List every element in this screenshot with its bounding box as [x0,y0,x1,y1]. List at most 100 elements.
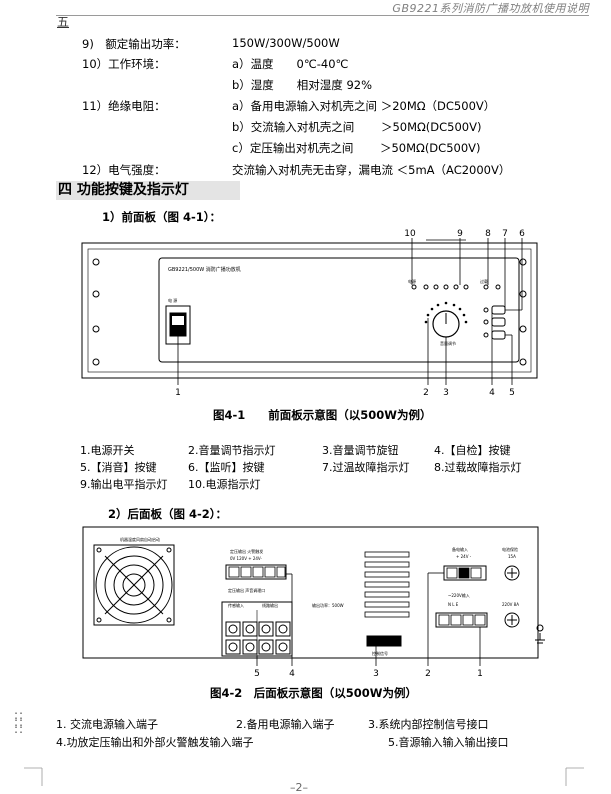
header-title: GB9221系列消防广播功放机使用说明 [392,2,589,15]
callout-number: 4 [489,388,495,398]
line-output-label: 线路输出 [262,602,278,608]
spec-value: c）定压输出对机壳之间 ＞50MΩ(DC500V) [232,141,481,155]
callout-number: 3 [373,669,379,679]
spec-label: 9) 额定输出功率： [82,37,186,51]
drag-handle-icon[interactable]: :::::: [14,708,25,736]
fan-strut [104,555,164,615]
legend-item: 3.系统内部控制信号接口 [368,718,489,731]
fan-label: 机器温度风扇自动启动 [120,536,160,542]
legend-item: 1. 交流电源输入端子 [56,718,158,731]
ac-input-sublabel: N L E [448,602,459,607]
power-rating-label: 输出功率：500W [312,602,344,608]
spec-value: 150W/300W/500W [232,36,340,50]
battery-fuse-sublabel: 15A [508,554,516,559]
led-self-test [483,307,489,313]
legend-item: 4.功放定压输出和外部火警触发输入端子 [56,736,254,749]
page-number: –2– [290,781,308,794]
legend-item: 10.电源指示灯 [188,478,261,491]
battery-fuse[interactable] [504,565,520,581]
fan-screw [96,617,102,623]
led-level [423,284,429,290]
callout-number: 7 [502,229,508,239]
output-terminals [228,566,286,578]
power-switch-label: 电 源 [168,297,177,303]
callout-number: 4 [289,669,295,679]
legend-item: 6.【监听】按键 [188,461,265,474]
fan-frame [93,544,175,626]
legend-item: 5.【消音】按键 [80,461,157,474]
led-overheat [495,284,501,290]
led-power [411,284,417,290]
front-panel-diagram [81,238,538,385]
rear-caption: 图4-2 后面板示意图（以500W为例） [210,686,417,700]
spec-value: a）备用电源输入对机壳之间 ＞20MΩ（DC500V） [232,99,496,113]
aux-label: 定压输出 声音调理口 [228,587,265,593]
front-panel-outer [81,242,538,379]
led-monitor [483,319,489,325]
front-screw [92,258,100,266]
rear-callout-lines [256,572,481,666]
legend-item: 2.音量调节指示灯 [188,444,276,457]
spec-value: b）交流输入对机壳之间 ＞50MΩ(DC500V) [232,120,482,134]
ac-fuse[interactable] [504,612,520,628]
output-sublabel: 0V 120V + 24V- [230,556,262,561]
monitor-button[interactable] [491,317,506,327]
ground-screw [536,624,544,632]
legend-item: 4.【自检】按键 [434,444,511,457]
front-panel-label: GB9221/500W 消防广播功放机 [168,266,241,273]
spec-value: b）湿度 相对湿度 92% [232,78,373,92]
fan-guard [113,564,155,606]
spec-label: 11）绝缘电阻： [82,99,166,113]
callout-number: 1 [477,669,483,679]
spec-value: a）温度 0℃-40℃ [232,57,349,71]
battery-fuse-label: 电池保险 [502,546,518,552]
ac-terminals [438,614,486,626]
callout-number: 8 [485,229,491,239]
output-label: 定压输出 火警触发 [230,548,263,554]
fan-guard [104,555,164,615]
header-fragment: 五 [57,15,70,29]
legend-item: 1.电源开关 [80,444,135,457]
led-label: 过载 [480,278,488,284]
rear-panel-outer [82,526,539,659]
front-subtitle: 1）前面板（图 4-1）： [102,210,222,224]
front-screw [519,325,527,333]
rear-small-labels: 机器温度风扇自动启动 定压输出 火警触发 0V 120V + 24V- 定压输出… [120,536,519,656]
control-signal-label: 控制信号 [372,650,388,656]
fan-guard [122,573,146,597]
volume-knob-label: 音量调节 [440,340,456,346]
volume-led-ring [424,301,468,324]
self-test-button[interactable] [491,305,506,315]
rear-panel-diagram [82,526,545,666]
front-screw [519,290,527,298]
section-heading: 四 功能按键及指示灯 [56,181,240,200]
input-label: 传感输入 [228,602,244,608]
control-signal-port[interactable] [366,635,402,647]
callout-number: 5 [509,388,515,398]
rear-subtitle: 2）后面板（图 4-2）： [108,507,228,521]
mute-button[interactable] [491,330,506,340]
legend-item: 2.备用电源输入端子 [236,718,335,731]
fan-screw [166,547,172,553]
callout-number: 9 [457,229,463,239]
backup-power-sublabel: + 24V - [456,554,472,559]
led-mute [483,332,489,338]
callout-number: 2 [425,669,431,679]
fan-screw [96,547,102,553]
corner-marks [24,767,584,786]
led-level [453,284,459,290]
front-screw [92,358,100,366]
ac-fuse-label: 220V 8A [502,602,519,607]
callout-number: 2 [423,388,429,398]
rca-jacks [225,621,291,655]
front-screw [92,290,100,298]
front-panel-inner [87,248,532,373]
front-screw [519,358,527,366]
legend-item: 8.过载故障指示灯 [434,461,522,474]
callout-number: 6 [519,229,525,239]
legend-item: 3.音量调节旋钮 [322,444,399,457]
front-callout-numbers: 10 9 8 7 6 1 2 3 4 5 [175,229,525,398]
rear-vents [364,551,410,618]
spec-label: 12）电气强度： [82,163,166,177]
front-screw [519,258,527,266]
